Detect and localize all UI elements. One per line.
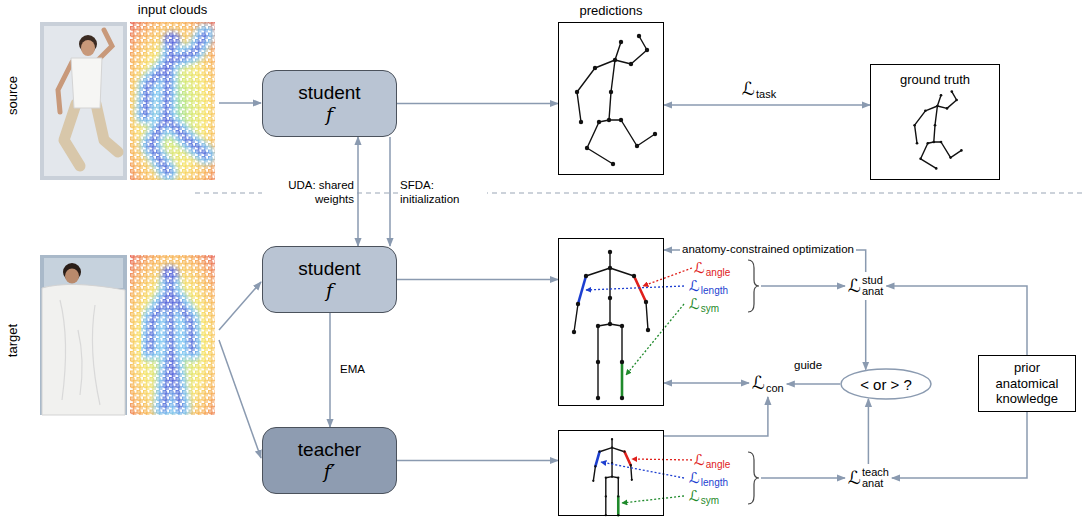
flow-arrow <box>664 397 768 436</box>
loss-letter: ℒ <box>742 80 755 98</box>
model-name: student <box>298 82 360 104</box>
loss-node: ℒteachanat <box>848 467 889 489</box>
loss-scripts: studanat <box>862 275 883 297</box>
student-model-box: studentf <box>262 70 397 137</box>
compare-text: < or > ? <box>860 376 912 393</box>
task-loss-label: ℒtask <box>742 78 776 100</box>
model-name: student <box>298 258 360 280</box>
flow-arrow <box>357 137 359 246</box>
flow-arrow <box>397 279 558 281</box>
loss-subscript: length <box>701 478 728 488</box>
loss-subscript: sym <box>701 496 719 506</box>
loss-row: ℒangle <box>694 259 730 278</box>
flow-arrow <box>868 399 870 464</box>
flow-arrow <box>397 103 558 105</box>
loss-row: ℒsym <box>689 487 719 506</box>
flow-arrow <box>329 313 331 427</box>
loss-scripts: angle <box>706 259 730 278</box>
flow-arrow <box>389 137 391 246</box>
loss-node: ℒstudanat <box>848 275 883 297</box>
edge-label: guide <box>792 358 824 372</box>
edge-label: SFDA: initialization <box>398 178 487 207</box>
knowledge-text: prior anatomical knowledge <box>984 360 1070 407</box>
flow-arrow <box>397 460 558 462</box>
loss-term: ℒcon <box>752 372 784 394</box>
loss-letter: ℒ <box>694 453 705 468</box>
loss-scripts: teachanat <box>862 467 889 489</box>
flow-arrow <box>892 412 1027 478</box>
frame-title: predictions <box>529 3 693 18</box>
flow-arrow <box>761 285 845 287</box>
loss-term: ℒteachanat <box>848 467 889 489</box>
loss-letter: ℒ <box>752 374 765 392</box>
loss-letter: ℒ <box>848 469 861 487</box>
loss-term: ℒlength <box>689 277 728 296</box>
loss-letter: ℒ <box>848 277 861 295</box>
domain-label: source <box>5 71 20 121</box>
loss-subscript: sym <box>701 304 719 314</box>
loss-scripts: length <box>701 277 728 296</box>
knowledge-box: prior anatomical knowledge <box>978 355 1076 412</box>
function-symbol: f <box>326 104 333 126</box>
loss-scripts: length <box>701 469 728 488</box>
loss-subscript: con <box>766 383 784 394</box>
loss-scripts: task <box>756 78 776 100</box>
loss-row: ℒangle <box>694 451 730 470</box>
loss-subscript: angle <box>706 268 730 278</box>
loss-scripts: angle <box>706 451 730 470</box>
loss-term: ℒangle <box>694 451 730 470</box>
loss-letter: ℒ <box>689 297 700 312</box>
prediction-frame: predictions <box>558 22 664 175</box>
edge-label: EMA <box>338 362 367 376</box>
loss-subscript: anat <box>862 478 889 489</box>
loss-term: ℒangle <box>694 259 730 278</box>
loss-scripts: sym <box>701 487 719 506</box>
student-model-box: studentf <box>262 246 397 313</box>
flow-arrow <box>761 477 845 479</box>
loss-node: ℒcon <box>752 372 784 394</box>
loss-term: ℒlength <box>689 469 728 488</box>
loss-letter: ℒ <box>694 261 705 276</box>
flow-arrow <box>664 382 749 384</box>
loss-scripts: sym <box>701 295 719 314</box>
domain-label: target <box>5 316 20 366</box>
loss-subscript: length <box>701 286 728 296</box>
loss-row: ℒsym <box>689 295 719 314</box>
loss-subscript: angle <box>706 460 730 470</box>
loss-scripts: con <box>766 372 784 394</box>
loss-letter: ℒ <box>689 471 700 486</box>
loss-row: ℒlength <box>689 277 728 296</box>
loss-term: ℒsym <box>689 295 719 314</box>
image-caption: input clouds <box>130 2 215 17</box>
frame-title: ground truth <box>871 72 999 87</box>
loss-term: ℒsym <box>689 487 719 506</box>
compare-ellipse: < or > ? <box>840 368 932 400</box>
edge-label: UDA: shared weights <box>262 178 356 207</box>
prediction-frame: ℒangleℒlengthℒsym <box>558 430 664 516</box>
teacher-model-box: teacherf′ <box>262 427 397 494</box>
edge-label: anatomy-constrained optimization <box>680 242 856 256</box>
loss-term: ℒstudanat <box>848 275 883 297</box>
model-name: teacher <box>298 439 361 461</box>
loss-row: ℒlength <box>689 469 728 488</box>
ellipse-shape <box>841 369 931 399</box>
loss-letter: ℒ <box>689 489 700 504</box>
loss-superscript: teach <box>862 467 889 478</box>
loss-subscript: anat <box>862 286 883 297</box>
loss-letter: ℒ <box>689 279 700 294</box>
loss-term: ℒtask <box>742 78 776 100</box>
ground-truth-frame: ground truth <box>870 64 1000 180</box>
loss-superscript: stud <box>862 275 883 286</box>
function-symbol: f′ <box>324 461 335 483</box>
flow-arrow <box>865 300 867 370</box>
flow-arrow <box>886 286 1027 355</box>
loss-subscript: task <box>756 89 776 100</box>
flow-arrow <box>664 104 870 106</box>
function-symbol: f <box>326 280 333 302</box>
flow-arrow <box>787 383 840 385</box>
prediction-frame: ℒangleℒlengthℒsym <box>558 238 664 406</box>
